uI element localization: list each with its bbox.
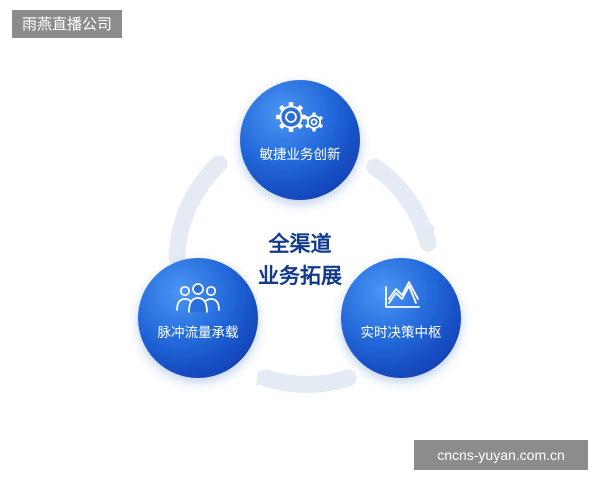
- arc-left: [168, 155, 228, 266]
- node-circle: [138, 258, 258, 378]
- arrowhead-left: [211, 158, 226, 172]
- arc-arrowheads: [211, 158, 434, 386]
- node-label: 敏捷业务创新: [260, 147, 341, 163]
- center-title-line2: 业务拓展: [258, 264, 342, 288]
- node-realtime-decision: 实时决策中枢: [341, 258, 461, 378]
- center-title: 全渠道 业务拓展: [258, 232, 342, 288]
- watermark: cncns-yuyan.com.cn: [414, 440, 588, 470]
- node-circle: [240, 80, 360, 200]
- arrowhead-right: [418, 225, 434, 245]
- arrowhead-bottom: [256, 370, 270, 386]
- arc-right: [366, 158, 437, 252]
- center-title-line1: 全渠道: [268, 232, 332, 256]
- node-circle: [341, 258, 461, 378]
- gears-icon: [276, 102, 323, 132]
- node-label: 脉冲流量承载: [158, 325, 239, 341]
- node-pulse-traffic: 脉冲流量承载: [138, 258, 258, 378]
- node-agile-innovation: 敏捷业务创新: [240, 80, 360, 200]
- people-group-icon: [176, 283, 220, 313]
- node-label: 实时决策中枢: [361, 324, 442, 341]
- brand-tag: 雨燕直播公司: [12, 10, 123, 38]
- arc-bottom: [257, 369, 357, 393]
- trend-chart-icon: [385, 281, 420, 308]
